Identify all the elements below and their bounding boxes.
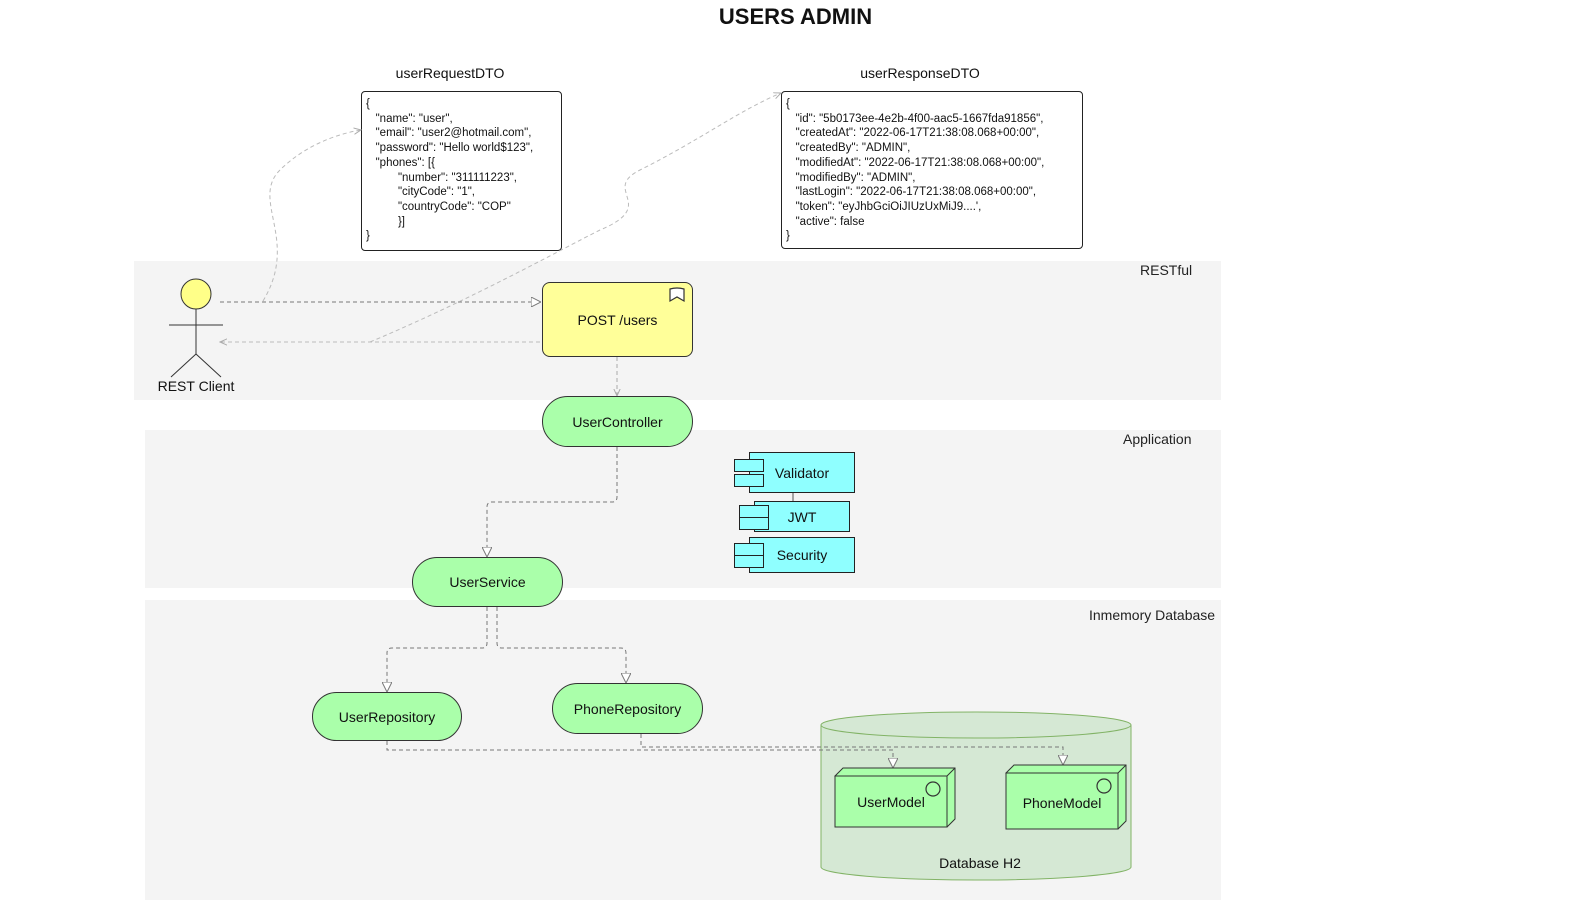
component-tab [734,474,764,487]
database-label: Database H2 [939,855,1021,871]
user-model-box [834,767,956,828]
actor-label: REST Client [157,378,235,394]
response-dto-label: userResponseDTO [860,65,980,81]
component-tab [739,517,769,530]
phone-repository-label: PhoneRepository [573,700,682,717]
interface-icon [1096,778,1112,794]
user-service-label: UserService [449,574,526,590]
component-tab [734,555,764,568]
response-dto-box: { "id": "5b0173ee-4e2b-4f00-aac5-1667fda… [781,91,1083,249]
diagram-title: USERS ADMIN [718,4,873,29]
interface-icon [925,781,941,797]
service-label: POST /users [577,311,658,328]
user-repository-node: UserRepository [312,692,462,741]
lane-restful-label: RESTful [1140,262,1193,278]
request-dto-label: userRequestDTO [395,65,505,81]
component-tab [734,459,764,472]
bookmark-icon [669,287,685,303]
security-component: Security [734,537,855,573]
lane-application [145,430,1221,588]
request-dto-box: { "name": "user", "email": "user2@hotmai… [361,91,562,251]
user-service-node: UserService [412,557,563,607]
user-controller-node: UserController [542,396,693,447]
validator-component: Validator [734,452,855,493]
user-repository-label: UserRepository [338,708,436,725]
phone-model-label: PhoneModel [1022,794,1102,811]
lane-database-label: Inmemory Database [1089,607,1216,623]
service-post-users: POST /users [542,282,693,357]
actor-icon [169,278,223,378]
security-label: Security [776,547,828,563]
lane-application-label: Application [1123,431,1192,447]
user-controller-label: UserController [572,413,663,430]
phone-model-box [1005,764,1127,830]
phone-repository-node: PhoneRepository [552,683,703,734]
user-model-label: UserModel [857,794,925,810]
jwt-component: JWT [739,501,850,532]
jwt-label: JWT [787,508,817,525]
validator-label: Validator [774,464,830,481]
